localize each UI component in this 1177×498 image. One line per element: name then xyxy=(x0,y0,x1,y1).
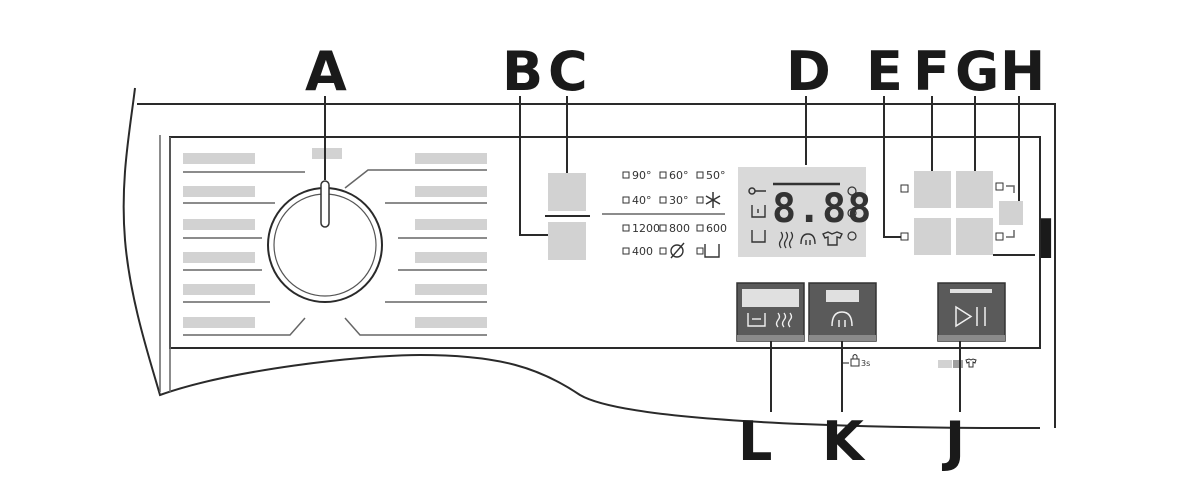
temp-40-label: 40° xyxy=(632,194,652,207)
option-i-button[interactable] xyxy=(956,218,993,255)
temp-90-label: 90° xyxy=(632,169,652,182)
callout-d: D xyxy=(786,40,831,103)
temperature-options: 90° 60° 50° 40° 30° xyxy=(622,169,726,208)
spin-options: 1200 800 600 400 xyxy=(622,222,727,259)
option-buttons-efgh xyxy=(900,171,1023,255)
callout-g: G xyxy=(955,40,999,103)
temp-60-label: 60° xyxy=(669,169,689,182)
callout-c: C xyxy=(548,40,588,103)
spin-button[interactable] xyxy=(548,222,586,260)
machine-body xyxy=(122,87,1056,430)
key-icon xyxy=(748,187,766,195)
sun-icon xyxy=(847,186,857,241)
option-e-button[interactable] xyxy=(914,218,951,255)
temperature-button[interactable] xyxy=(548,173,586,211)
program-labels-right xyxy=(344,153,487,336)
program-dial[interactable] xyxy=(267,148,383,303)
option-f-indicator xyxy=(900,184,909,193)
option-h-indicator-bottom xyxy=(995,232,1004,241)
lock-icon xyxy=(850,354,860,367)
snowflake-icon xyxy=(705,192,721,208)
option-h-indicator-top xyxy=(995,182,1004,191)
shirt-icon xyxy=(822,231,843,246)
spin-800-label: 800 xyxy=(669,222,690,235)
spin-600-label: 600 xyxy=(706,222,727,235)
lcd-display: 8.88 xyxy=(738,167,872,257)
steam-icon xyxy=(775,312,793,328)
display-digits: 8.88 xyxy=(772,186,872,232)
callout-i: I xyxy=(1036,208,1056,271)
cloud-icon xyxy=(831,311,853,327)
anti-crease-indicator xyxy=(938,358,977,368)
option-f-button[interactable] xyxy=(914,171,951,208)
start-pause-button[interactable] xyxy=(937,282,1006,342)
shirt-icon xyxy=(965,358,977,368)
tub-icon xyxy=(704,244,720,258)
callout-l: L xyxy=(738,410,772,473)
program-labels-left xyxy=(183,153,306,336)
spin-1200-label: 1200 xyxy=(632,222,660,235)
option-e-indicator xyxy=(900,232,909,241)
steam-program-button[interactable] xyxy=(808,282,877,342)
callout-b: B xyxy=(502,40,543,103)
option-buttons-bc xyxy=(545,173,725,260)
callout-k: K xyxy=(822,410,866,473)
lock-duration-label: 3s xyxy=(861,359,870,368)
callout-e: E xyxy=(866,40,903,103)
callout-j: J xyxy=(941,410,965,473)
child-lock-label: 3s xyxy=(841,354,870,368)
no-spin-icon xyxy=(670,242,685,259)
dial-indicator-bar xyxy=(312,148,342,159)
option-h-button[interactable] xyxy=(999,201,1023,225)
callout-f: F xyxy=(913,40,950,103)
dial-pointer xyxy=(320,180,330,228)
temp-50-label: 50° xyxy=(706,169,726,182)
temp-30-label: 30° xyxy=(669,194,689,207)
play-pause-icon xyxy=(955,305,986,328)
prewash-icon xyxy=(747,313,766,327)
rinse-icon xyxy=(751,230,766,243)
cloud-icon xyxy=(800,233,816,245)
callout-h: H xyxy=(1000,40,1045,103)
spin-400-label: 400 xyxy=(632,245,653,258)
option-g-button[interactable] xyxy=(956,171,993,208)
prewash-icon xyxy=(751,205,766,218)
callout-a: A xyxy=(305,40,347,103)
steam-icon xyxy=(778,231,794,249)
prewash-steam-button[interactable] xyxy=(736,282,805,342)
